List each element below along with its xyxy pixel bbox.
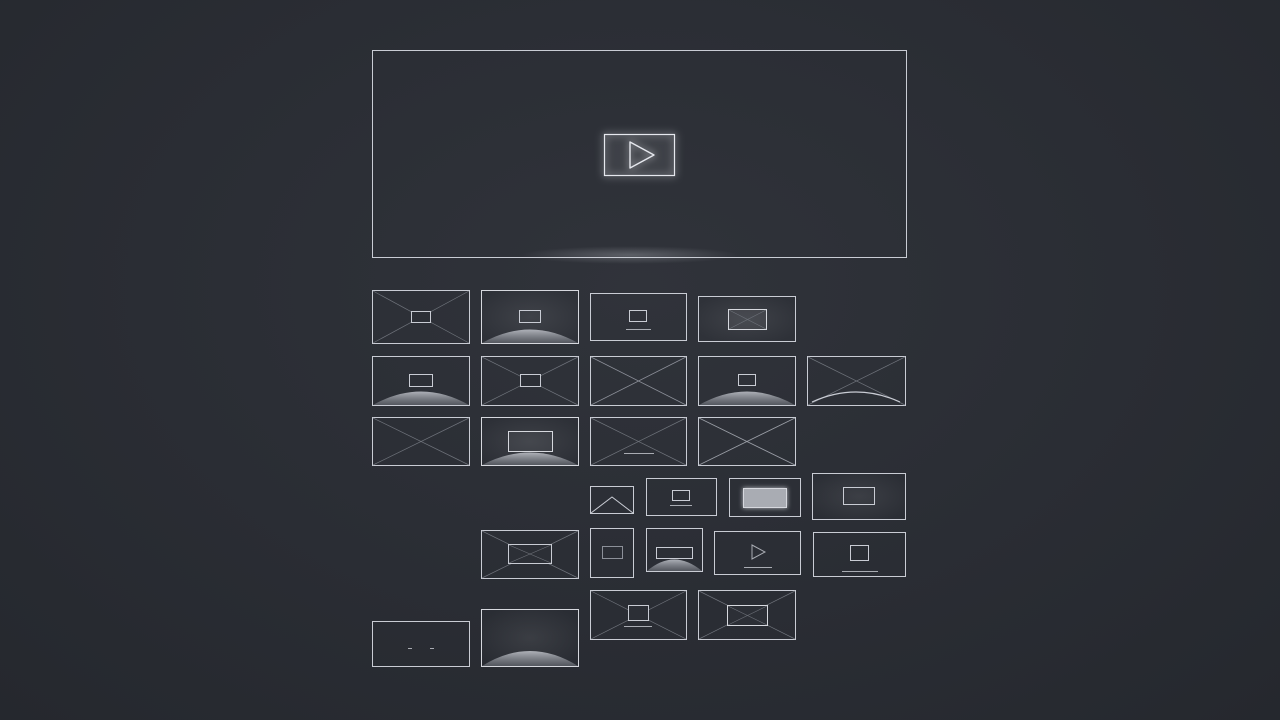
thumb-r6-c3[interactable] [590,590,687,640]
thumb-r3-c1[interactable] [372,417,470,466]
thumb-r6-c1[interactable] [372,621,470,667]
thumb-r2-c5[interactable] [807,356,906,406]
thumb-r3-c4[interactable] [698,417,796,466]
play-icon [629,141,655,169]
thumb-r5-c5[interactable] [813,532,906,577]
hero-video-player[interactable] [372,50,907,258]
play-icon [751,544,767,560]
thumb-r5-c1[interactable] [481,530,579,579]
thumb-r1-c3[interactable] [590,293,687,341]
thumb-r5-c4[interactable] [714,531,801,575]
thumb-r4-c1[interactable] [590,486,634,514]
play-button[interactable] [603,133,676,177]
thumb-r1-c2[interactable] [481,290,579,344]
thumb-r5-c3[interactable] [646,528,703,572]
thumb-r2-c4[interactable] [698,356,796,406]
thumb-r2-c1[interactable] [372,356,470,406]
thumb-r2-c2[interactable] [481,356,579,406]
thumb-r1-c1[interactable] [372,290,470,344]
thumb-r4-c2[interactable] [646,478,717,516]
thumb-r4-c4[interactable] [812,473,906,520]
thumb-r6-c4[interactable] [698,590,796,640]
thumb-r6-c2[interactable] [481,609,579,667]
thumb-r2-c3[interactable] [590,356,687,406]
thumb-r3-c3[interactable] [590,417,687,466]
thumb-r3-c2[interactable] [481,417,579,466]
thumb-r5-c2[interactable] [590,528,634,578]
thumb-r4-c3[interactable] [729,478,801,517]
thumb-r1-c4[interactable] [698,296,796,342]
thumbnail-grid [372,290,906,667]
